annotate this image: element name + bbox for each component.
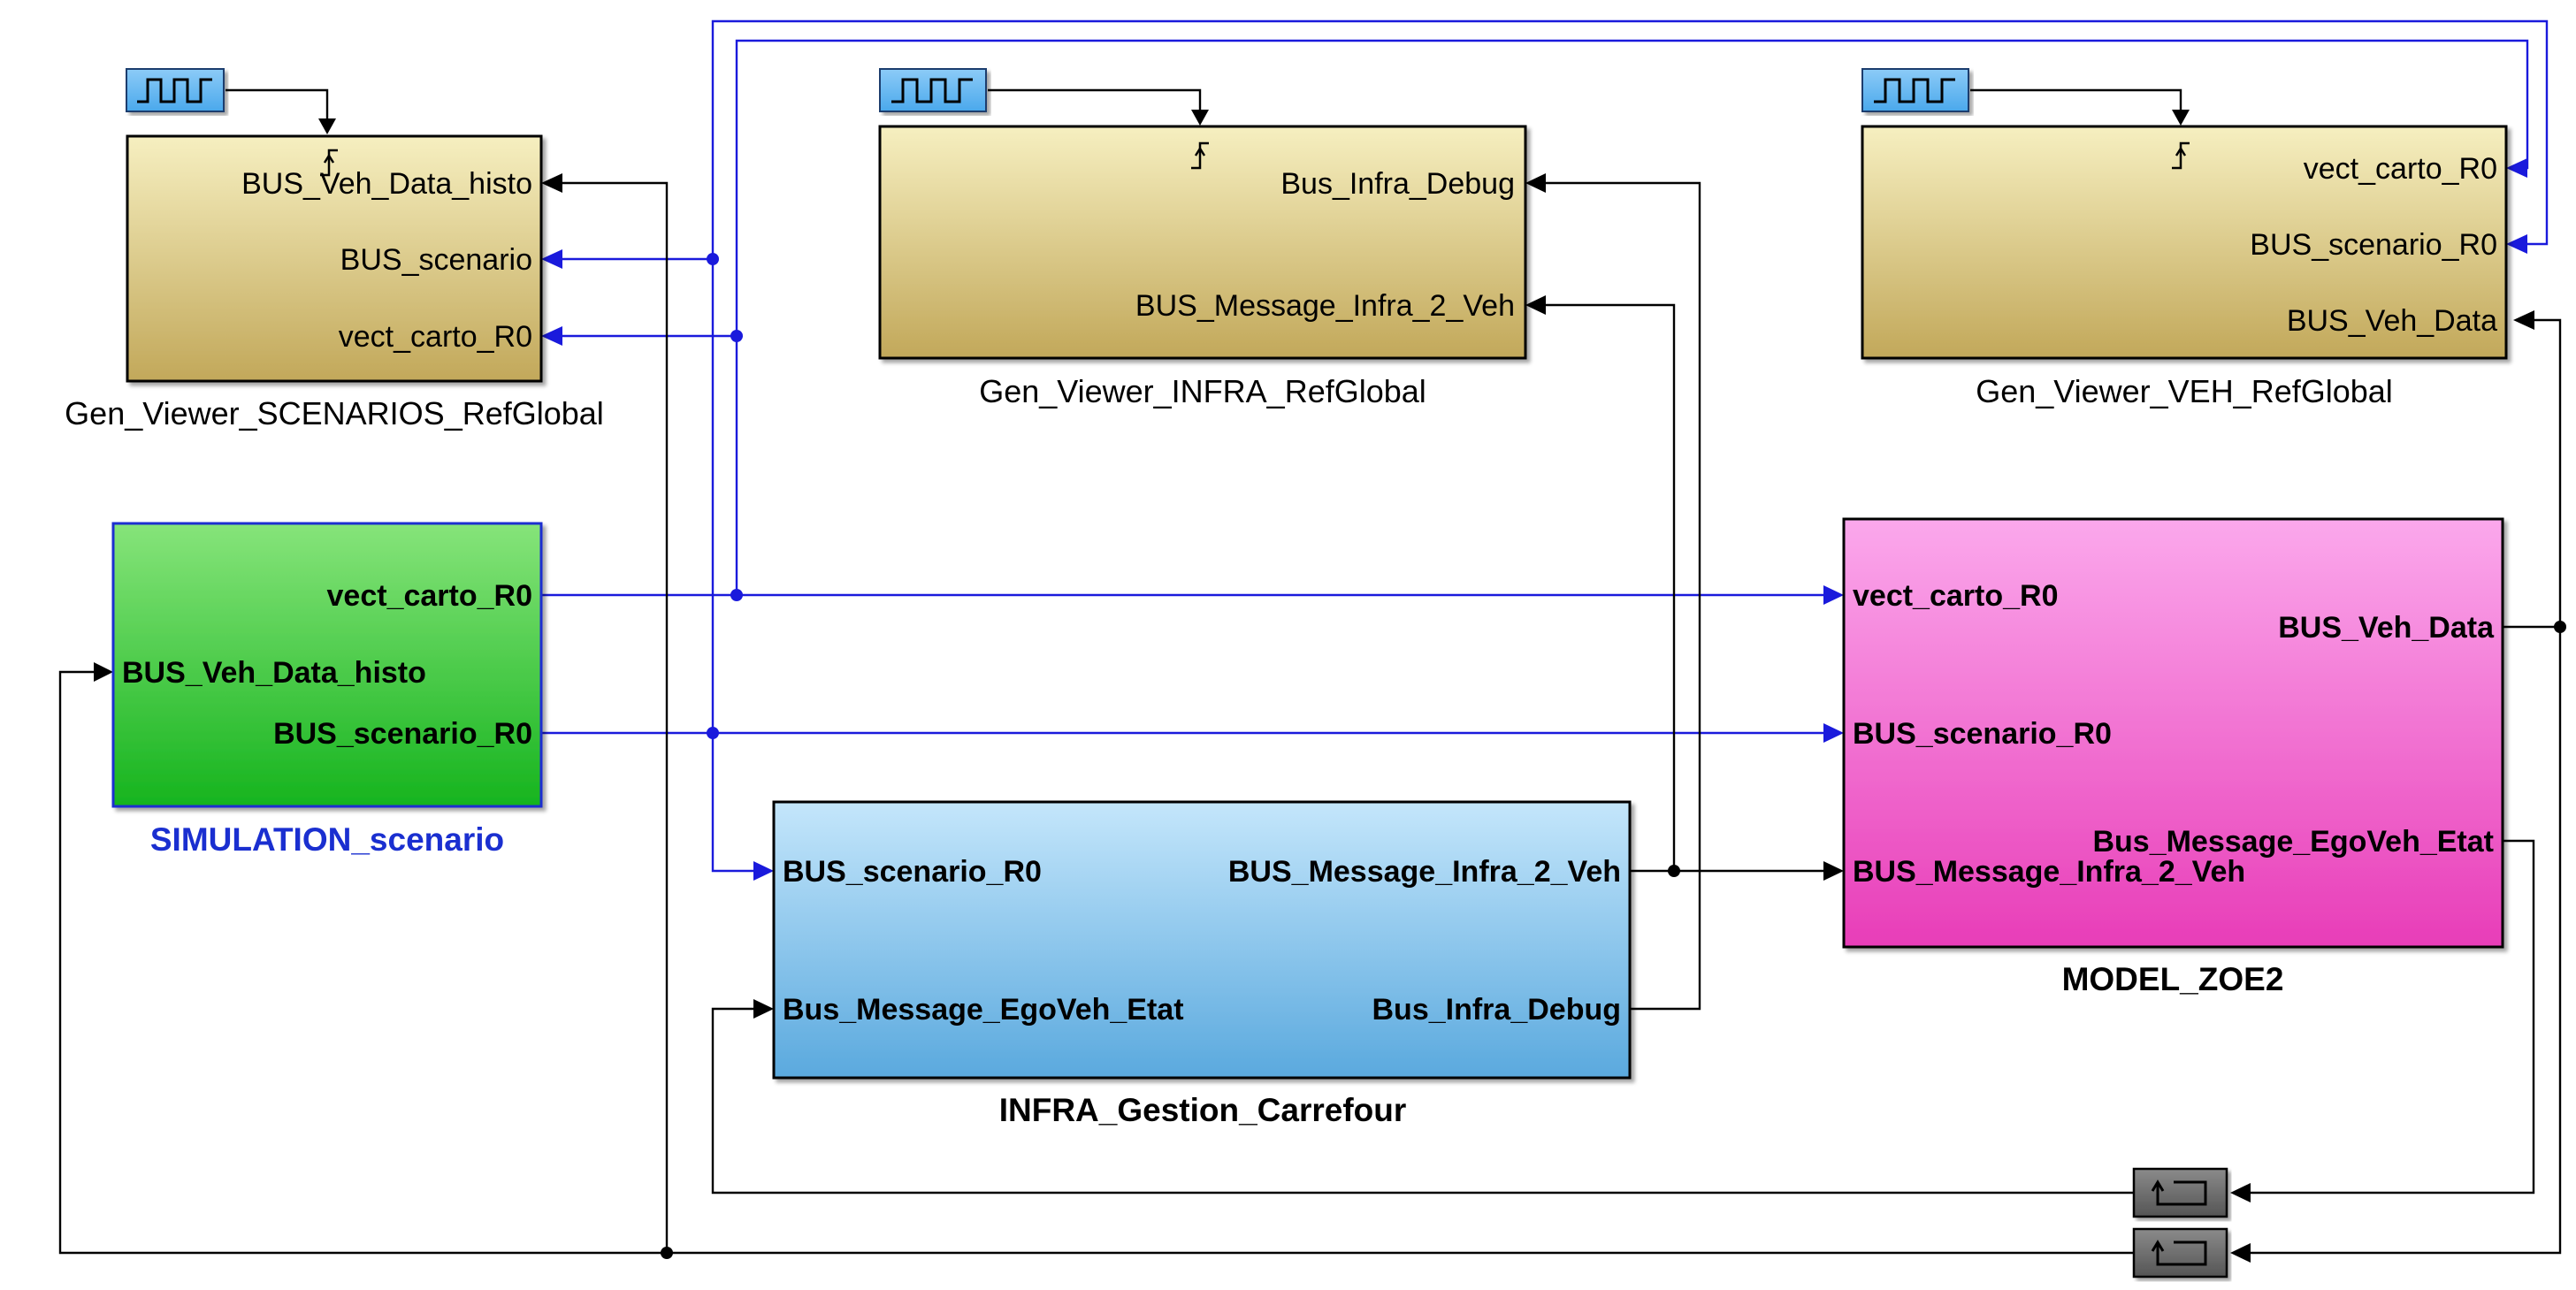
block-model-zoe2[interactable]: vect_carto_R0 BUS_scenario_R0 BUS_Messag… bbox=[1842, 517, 2504, 949]
unit-delay-icon bbox=[2156, 1180, 2207, 1206]
trigger-icon bbox=[1191, 141, 1209, 170]
junction-dot bbox=[730, 330, 743, 342]
block-viewer-veh[interactable]: vect_carto_R0 BUS_scenario_R0 BUS_Veh_Da… bbox=[1861, 125, 2508, 360]
wire-delay1-to-infra[interactable] bbox=[711, 1007, 2134, 1195]
junction-dot bbox=[707, 253, 719, 265]
junction-dot bbox=[661, 1247, 673, 1259]
pulse-generator-icon bbox=[1874, 78, 1955, 103]
wire-pulse2-trigger[interactable] bbox=[988, 88, 1202, 113]
unit-delay-2[interactable] bbox=[2132, 1227, 2228, 1279]
wire-infra-debug-to-viewer[interactable] bbox=[1543, 181, 1701, 1011]
unit-delay-icon bbox=[2156, 1240, 2207, 1266]
port-label: vect_carto_R0 bbox=[1853, 579, 2058, 613]
block-title: Gen_Viewer_SCENARIOS_RefGlobal bbox=[65, 395, 604, 431]
block-infra-gestion-carrefour[interactable]: BUS_scenario_R0 Bus_Message_EgoVeh_Etat … bbox=[772, 800, 1632, 1080]
port-label: BUS_Message_Infra_2_Veh bbox=[1228, 855, 1621, 889]
junction-dot bbox=[707, 727, 719, 739]
port-label: BUS_Veh_Data_histo bbox=[241, 167, 532, 201]
port-label: BUS_Veh_Data bbox=[2287, 304, 2497, 338]
unit-delay-arrow bbox=[2151, 1240, 2165, 1252]
trigger-arrow bbox=[2175, 146, 2187, 156]
wire-pulse3-trigger[interactable] bbox=[1970, 88, 2182, 113]
wire-pulse1-trigger[interactable] bbox=[225, 88, 329, 122]
wire-histo-to-scen-viewer[interactable] bbox=[557, 181, 669, 1253]
port-label: vect_carto_R0 bbox=[2304, 152, 2497, 186]
signal-wires bbox=[58, 19, 2566, 1263]
pulse-generator-icon bbox=[891, 78, 973, 103]
port-label: Bus_Infra_Debug bbox=[1372, 993, 1622, 1027]
port-label: BUS_scenario bbox=[340, 243, 532, 277]
junction-dot bbox=[2554, 621, 2566, 633]
junction-dot bbox=[1668, 865, 1680, 877]
port-label: BUS_scenario_R0 bbox=[1853, 717, 2112, 751]
port-label: Bus_Infra_Debug bbox=[1280, 167, 1515, 201]
block-simulation-scenario[interactable]: vect_carto_R0 BUS_Veh_Data_histo BUS_sce… bbox=[111, 522, 543, 808]
trigger-icon bbox=[320, 149, 338, 177]
port-label: BUS_scenario_R0 bbox=[2250, 228, 2497, 262]
trigger-icon bbox=[2172, 141, 2190, 170]
port-label: Bus_Message_EgoVeh_Etat bbox=[783, 993, 1184, 1027]
wire-scenario-to-infra[interactable] bbox=[711, 733, 756, 873]
junction-dot bbox=[730, 589, 743, 601]
pulse-generator-2[interactable] bbox=[879, 68, 987, 112]
wire-delay2-out[interactable] bbox=[58, 670, 2134, 1255]
pulse-generator-icon bbox=[137, 78, 212, 103]
wire-veh-data-to-veh-viewer[interactable] bbox=[2529, 318, 2562, 627]
block-title: Gen_Viewer_INFRA_RefGlobal bbox=[979, 373, 1426, 409]
unit-delay-1[interactable] bbox=[2132, 1167, 2228, 1218]
pulse-generator-1[interactable] bbox=[126, 68, 225, 112]
pulse-generator-3[interactable] bbox=[1861, 68, 1969, 112]
port-label: BUS_Message_Infra_2_Veh bbox=[1135, 289, 1515, 323]
port-label: BUS_Veh_Data bbox=[2278, 611, 2495, 645]
port-label: BUS_Message_Infra_2_Veh bbox=[1853, 855, 2245, 889]
unit-delay-arrow bbox=[2151, 1179, 2165, 1192]
block-viewer-infra[interactable]: Bus_Infra_Debug BUS_Message_Infra_2_Veh bbox=[878, 125, 1527, 360]
port-label: BUS_Veh_Data_histo bbox=[122, 656, 426, 690]
block-viewer-scenarios[interactable]: BUS_Veh_Data_histo BUS_scenario vect_car… bbox=[126, 134, 543, 383]
wire-msg-infra-to-infra-viewer[interactable] bbox=[1543, 303, 1676, 871]
port-label: Bus_Message_EgoVeh_Etat bbox=[2092, 825, 2494, 859]
trigger-arrow bbox=[323, 153, 335, 164]
port-label: BUS_scenario_R0 bbox=[783, 855, 1042, 889]
port-label: vect_carto_R0 bbox=[339, 320, 532, 354]
wire-egoveh-to-delay1[interactable] bbox=[2246, 839, 2535, 1195]
block-title: SIMULATION_scenario bbox=[150, 821, 504, 858]
block-title: Gen_Viewer_VEH_RefGlobal bbox=[1976, 373, 2393, 409]
wire-veh-data-to-delay2[interactable] bbox=[2246, 627, 2562, 1255]
block-title: MODEL_ZOE2 bbox=[2062, 961, 2284, 997]
trigger-arrow bbox=[1194, 146, 1206, 156]
port-label: BUS_scenario_R0 bbox=[273, 717, 532, 751]
block-title: INFRA_Gestion_Carrefour bbox=[999, 1092, 1407, 1128]
arrowheads bbox=[94, 110, 2534, 1263]
port-label: vect_carto_R0 bbox=[327, 579, 532, 613]
